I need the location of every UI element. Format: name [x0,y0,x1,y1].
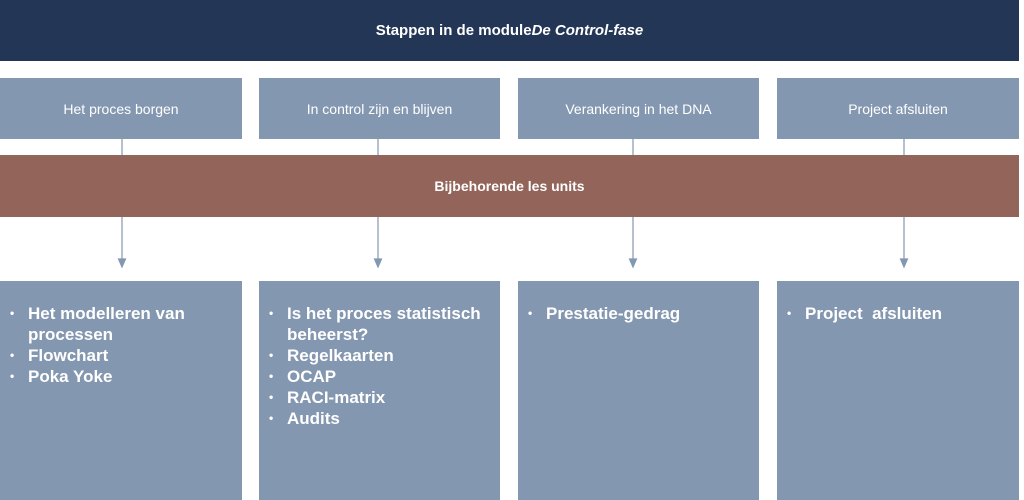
unit-item: Flowchart [10,345,232,366]
step-box: Het proces borgen [0,78,242,139]
diagram-title: Stappen in de module De Control-fase [0,0,1019,61]
unit-list: Is het proces statistisch beheerst? Rege… [259,281,500,429]
unit-item: Regelkaarten [269,345,490,366]
unit-item: Is het proces statistisch beheerst? [269,303,490,345]
unit-item: Prestatie-gedrag [528,303,749,324]
arrow-head-2 [373,258,383,269]
arrow-head-4 [899,258,909,269]
unit-box: Het modelleren van processen Flowchart P… [0,281,242,500]
title-prefix: Stappen in de module [375,22,532,39]
unit-list: Project afsluiten [777,281,1019,324]
unit-item: Poka Yoke [10,366,232,387]
unit-list: Het modelleren van processen Flowchart P… [0,281,242,387]
unit-box: Prestatie-gedrag [518,281,759,500]
unit-item: RACI-matrix [269,387,490,408]
unit-box: Is het proces statistisch beheerst? Rege… [259,281,500,500]
unit-box: Project afsluiten [777,281,1019,500]
step-label: In control zijn en blijven [306,100,453,117]
unit-item: Project afsluiten [787,303,1009,324]
step-box: Project afsluiten [777,78,1019,139]
step-box: In control zijn en blijven [259,78,500,139]
unit-item: Het modelleren van processen [10,303,232,345]
arrow-head-1 [117,258,127,269]
lesson-units-band: Bijbehorende les units [0,155,1019,217]
step-label: Project afsluiten [848,100,948,117]
unit-item: Audits [269,408,490,429]
step-label: Verankering in het DNA [565,100,712,117]
arrow-head-3 [628,258,638,269]
step-box: Verankering in het DNA [518,78,759,139]
unit-item: OCAP [269,366,490,387]
unit-list: Prestatie-gedrag [518,281,759,324]
step-label: Het proces borgen [63,100,179,117]
title-emphasis: De Control-fase [531,22,644,39]
band-label: Bijbehorende les units [434,178,585,194]
